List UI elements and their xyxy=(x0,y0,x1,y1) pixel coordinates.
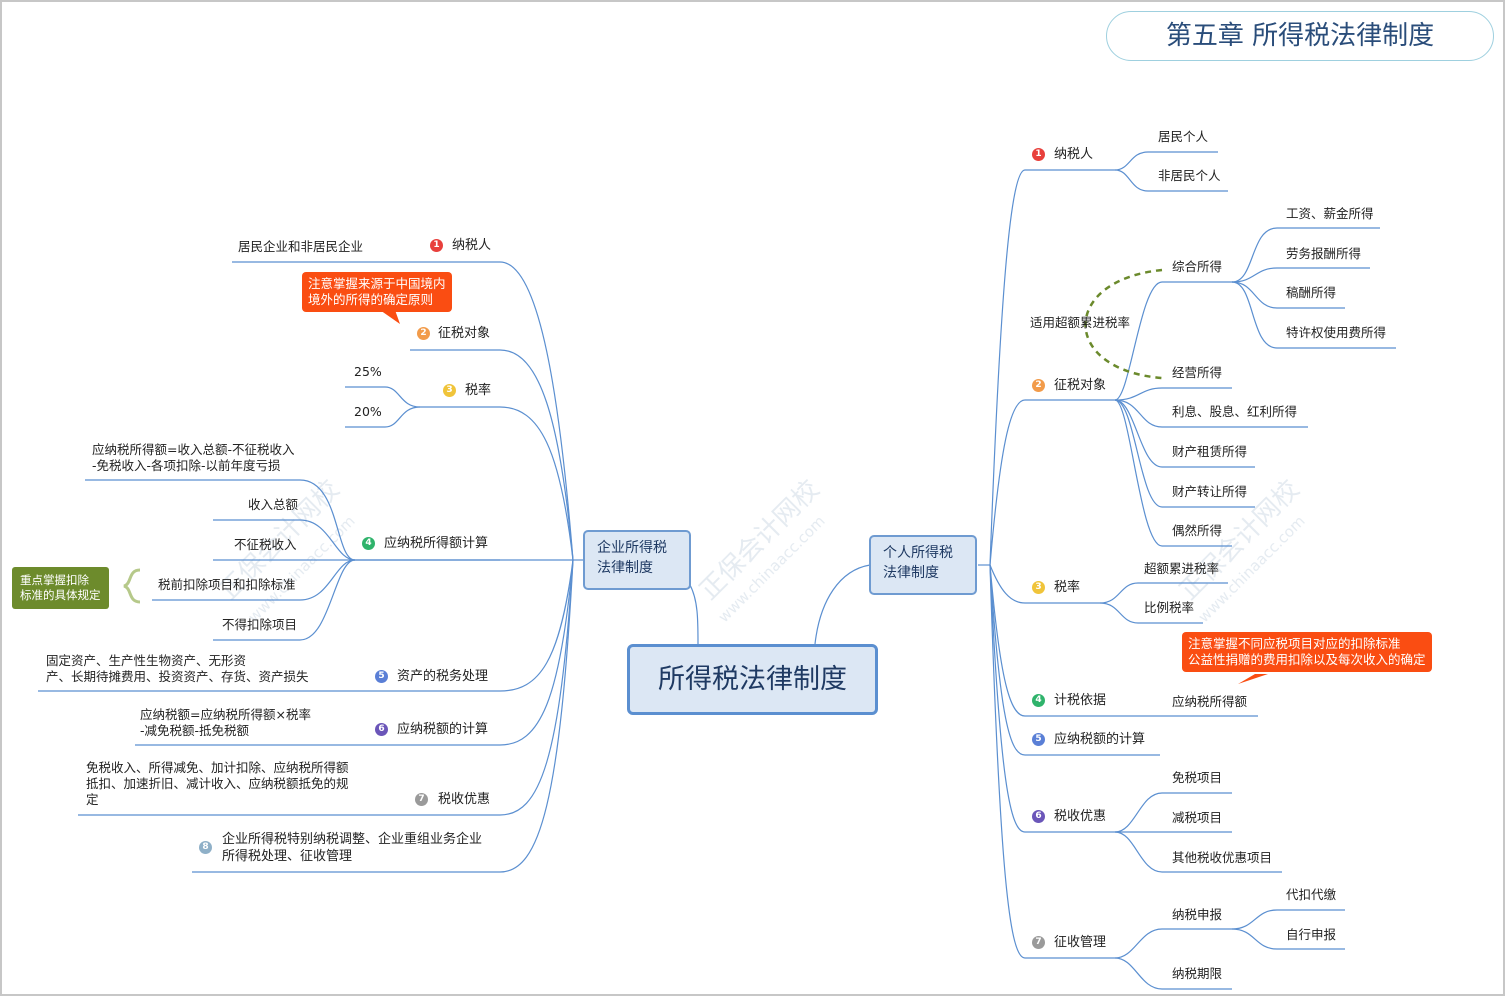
right-business-income[interactable]: 经营所得 xyxy=(1172,365,1223,380)
right-taxable-income[interactable]: 应纳税所得额 xyxy=(1172,694,1248,709)
badge-5: 5 xyxy=(1032,733,1045,746)
badge-7: 7 xyxy=(1032,936,1045,949)
left-total-income[interactable]: 收入总额 xyxy=(248,497,299,512)
badge-3: 3 xyxy=(443,384,456,397)
right-taxpayer[interactable]: 纳税人 xyxy=(1054,147,1094,162)
right-labor-income[interactable]: 劳务报酬所得 xyxy=(1286,246,1362,261)
left-non-taxable-income[interactable]: 不征税收入 xyxy=(234,537,297,552)
right-rate-callout: 注意掌握不同应税项目对应的扣除标准 公益性捐赠的费用扣除以及每次收入的确定 xyxy=(1182,632,1432,672)
central-topic[interactable]: 所得税法律制度 xyxy=(627,644,878,715)
subtopic-enterprise-income-tax[interactable]: 企业所得税 法律制度 xyxy=(583,530,691,590)
chapter-title: 第五章 所得税法律制度 xyxy=(1106,11,1494,61)
right-tax-preference[interactable]: 税收优惠 xyxy=(1054,809,1107,824)
badge-5: 5 xyxy=(375,670,388,683)
left-non-deductible[interactable]: 不得扣除项目 xyxy=(222,617,298,632)
left-asset-treatment[interactable]: 资产的税务处理 xyxy=(397,669,489,684)
left-tax-preference[interactable]: 税收优惠 xyxy=(438,792,491,807)
right-rate-note: 适用超额累进税率 xyxy=(1030,315,1131,330)
badge-3: 3 xyxy=(1032,581,1045,594)
badge-6: 6 xyxy=(375,723,388,736)
left-preference-child[interactable]: 免税收入、所得减免、加计扣除、应纳税所得额 抵扣、加速折旧、减计收入、应纳税额抵… xyxy=(86,760,349,807)
right-interest-income[interactable]: 利息、股息、红利所得 xyxy=(1172,404,1298,419)
badge-7: 7 xyxy=(415,793,428,806)
right-tax-rate[interactable]: 税率 xyxy=(1054,580,1081,595)
right-withholding[interactable]: 代扣代缴 xyxy=(1286,887,1337,902)
left-tax-rate[interactable]: 税率 xyxy=(465,383,492,398)
left-object-callout: 注意掌握来源于中国境内 境外的所得的确定原则 xyxy=(302,272,452,312)
left-asset-child[interactable]: 固定资产、生产性生物资产、无形资 产、长期待摊费用、投资资产、存货、资产损失 xyxy=(46,653,309,684)
left-deduction-note: 重点掌握扣除 标准的具体规定 xyxy=(12,567,109,609)
right-progressive-rate[interactable]: 超额累进税率 xyxy=(1144,561,1220,576)
badge-2: 2 xyxy=(417,327,430,340)
left-deduction-items[interactable]: 税前扣除项目和扣除标准 xyxy=(158,577,296,592)
right-non-resident[interactable]: 非居民个人 xyxy=(1158,168,1221,183)
right-comprehensive-income[interactable]: 综合所得 xyxy=(1172,259,1223,274)
badge-1: 1 xyxy=(430,239,443,252)
badge-2: 2 xyxy=(1032,379,1045,392)
subtopic-individual-income-tax[interactable]: 个人所得税 法律制度 xyxy=(869,535,977,595)
right-collection-admin[interactable]: 征收管理 xyxy=(1054,935,1107,950)
right-salary-income[interactable]: 工资、薪金所得 xyxy=(1286,206,1374,221)
right-incidental-income[interactable]: 偶然所得 xyxy=(1172,523,1223,538)
right-tax-amount-calc[interactable]: 应纳税额的计算 xyxy=(1054,732,1146,747)
right-filing-period[interactable]: 纳税期限 xyxy=(1172,966,1223,981)
badge-6: 6 xyxy=(1032,810,1045,823)
badge-4: 4 xyxy=(1032,694,1045,707)
left-taxable-income-calc[interactable]: 应纳税所得额计算 xyxy=(384,536,489,551)
right-royalty-license[interactable]: 特许权使用费所得 xyxy=(1286,325,1387,340)
right-tax-filing[interactable]: 纳税申报 xyxy=(1172,907,1223,922)
badge-8: 8 xyxy=(199,841,212,854)
left-rate-20[interactable]: 20% xyxy=(354,404,382,419)
right-reduced-items[interactable]: 减税项目 xyxy=(1172,810,1223,825)
left-taxpayer[interactable]: 纳税人 xyxy=(452,238,492,253)
right-resident[interactable]: 居民个人 xyxy=(1158,129,1209,144)
right-exempt-items[interactable]: 免税项目 xyxy=(1172,770,1223,785)
left-formula[interactable]: 应纳税所得额=收入总额-不征税收入 -免税收入-各项扣除-以前年度亏损 xyxy=(92,442,295,473)
right-transfer-income[interactable]: 财产转让所得 xyxy=(1172,484,1248,499)
badge-4: 4 xyxy=(362,537,375,550)
right-lease-income[interactable]: 财产租赁所得 xyxy=(1172,444,1248,459)
left-rate-25[interactable]: 25% xyxy=(354,364,382,379)
left-taxpayer-child[interactable]: 居民企业和非居民企业 xyxy=(238,239,364,254)
left-tax-amount-formula[interactable]: 应纳税额=应纳税所得额×税率 -减免税额-抵免税额 xyxy=(140,707,311,738)
right-tax-object[interactable]: 征税对象 xyxy=(1054,378,1107,393)
right-tax-basis[interactable]: 计税依据 xyxy=(1054,693,1107,708)
left-tax-object[interactable]: 征税对象 xyxy=(438,326,491,341)
left-tax-amount-calc[interactable]: 应纳税额的计算 xyxy=(397,722,489,737)
badge-1: 1 xyxy=(1032,148,1045,161)
right-proportional-rate[interactable]: 比例税率 xyxy=(1144,600,1195,615)
right-royalty-author[interactable]: 稿酬所得 xyxy=(1286,285,1337,300)
left-special-adjustment[interactable]: 企业所得税特别纳税调整、企业重组业务企业 所得税处理、征收管理 xyxy=(222,832,483,864)
right-self-filing[interactable]: 自行申报 xyxy=(1286,927,1337,942)
right-other-preference[interactable]: 其他税收优惠项目 xyxy=(1172,850,1273,865)
